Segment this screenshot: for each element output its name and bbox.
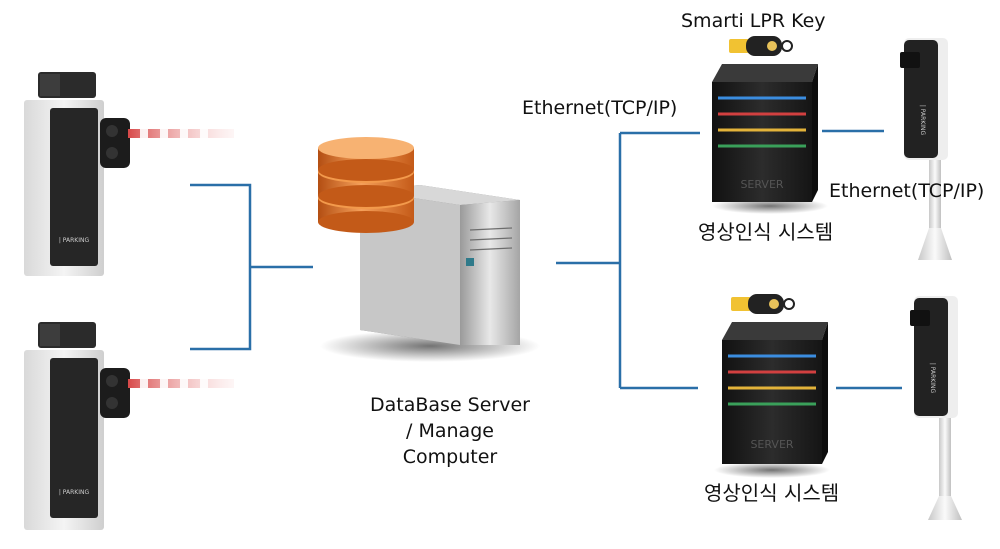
server-led-rows	[718, 96, 806, 148]
lpr-key-icon-bottom	[731, 294, 795, 314]
recognition-system-label-top: 영상인식 시스템	[698, 220, 834, 244]
recognition-system-label-bottom: 영상인식 시스템	[704, 481, 840, 505]
recognition-server-top: SERVER	[712, 64, 828, 214]
lpr-camera-top: | PARKING	[900, 38, 952, 260]
barrier-brand-bottom: | PARKING	[59, 489, 90, 496]
barrier-gate-bottom: | PARKING	[24, 322, 234, 530]
lpr-key-label: Smarti LPR Key	[681, 10, 826, 32]
barrier-brand-top: | PARKING	[59, 237, 90, 244]
network-connector	[556, 131, 700, 390]
recognition-server-bottom: SERVER	[714, 322, 830, 478]
barrier-gate-top: | PARKING	[24, 72, 234, 276]
ethernet-label-right: Ethernet(TCP/IP)	[829, 180, 985, 202]
database-server-label: DataBase Server / Manage Computer	[340, 392, 560, 470]
server-brand-bottom: SERVER	[750, 438, 793, 451]
connector-lines	[190, 129, 902, 390]
barrier-connector	[190, 183, 313, 351]
database-cylinders	[318, 137, 414, 233]
database-server-label-line2: / Manage	[406, 420, 494, 442]
camera-brand-top: | PARKING	[919, 105, 926, 136]
lpr-key-icon-top	[729, 36, 793, 56]
ethernet-label-top: Ethernet(TCP/IP)	[522, 97, 678, 119]
lpr-camera-bottom: | PARKING	[910, 296, 962, 520]
database-server-icon	[318, 137, 540, 362]
database-server-label-line1: DataBase Server	[370, 394, 530, 416]
server-brand-top: SERVER	[740, 178, 783, 191]
camera-brand-bottom: | PARKING	[929, 363, 936, 394]
database-server-label-line3: Computer	[402, 446, 498, 468]
